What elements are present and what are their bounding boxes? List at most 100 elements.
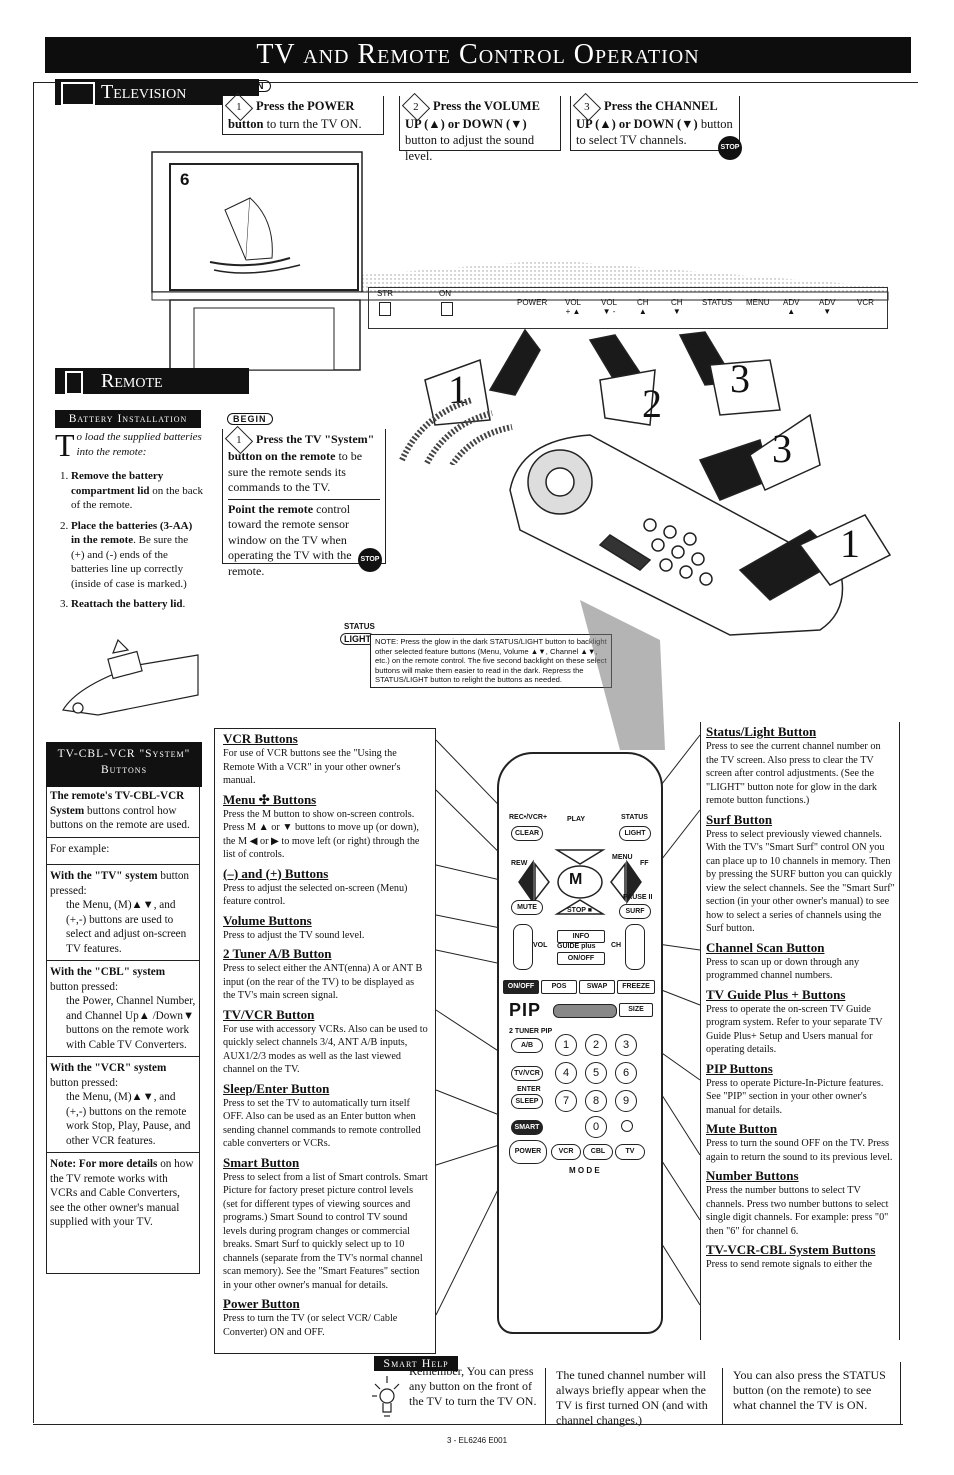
- panel-str-button[interactable]: [379, 302, 391, 316]
- pip-swap-button[interactable]: SWAP: [579, 980, 615, 994]
- page-title: TV and Remote Control Operation: [45, 37, 911, 73]
- menu-down-icon: [554, 899, 606, 915]
- number-8-button[interactable]: 8: [585, 1090, 607, 1112]
- surf-button[interactable]: SURF: [619, 904, 651, 919]
- vol-rocker[interactable]: [513, 924, 533, 970]
- light-button[interactable]: LIGHT: [619, 826, 651, 841]
- pip-logo: PIP: [509, 1000, 542, 1020]
- bottom-rule: [33, 1424, 903, 1425]
- smart-help-divider-2: [722, 1368, 723, 1424]
- panel-vol-up-button[interactable]: VOL+ ▲: [565, 298, 582, 316]
- cbl-system-button[interactable]: CBL: [583, 1144, 613, 1160]
- smart-help-heading: Smart Help: [374, 1356, 458, 1371]
- panel-ch-up-button[interactable]: CH▲: [637, 298, 649, 316]
- power-button[interactable]: POWER: [509, 1140, 547, 1164]
- remote-begin-badge: BEGIN: [227, 413, 273, 425]
- menu-dpad: [518, 849, 642, 915]
- clear-button[interactable]: CLEAR: [511, 826, 543, 841]
- panel-status-button[interactable]: STATUS: [702, 298, 733, 307]
- pip-onoff-button[interactable]: ON/OFF: [503, 980, 539, 994]
- panel-ch-down-button[interactable]: CH▼: [671, 298, 683, 316]
- panel-str-label: STR: [377, 289, 393, 298]
- remote-signal-waves: [399, 397, 513, 465]
- pip-pos-button[interactable]: POS: [541, 980, 577, 994]
- number-6-button[interactable]: 6: [615, 1062, 637, 1084]
- ch-rocker[interactable]: [625, 924, 645, 970]
- number-3-button[interactable]: 3: [615, 1034, 637, 1056]
- mode-label: M O D E: [569, 1166, 600, 1175]
- status-label: STATUS: [621, 814, 648, 821]
- panel-vol-down-button[interactable]: VOL▼ -: [601, 298, 618, 316]
- panel-adv-up-button[interactable]: ADV▲: [783, 298, 800, 316]
- right-rule: [900, 1362, 901, 1425]
- page-frame: [33, 82, 918, 1423]
- menu-label: MENU: [612, 854, 633, 861]
- guide-onoff-button[interactable]: ON/OFF: [557, 952, 605, 965]
- tv-callout-3: 3: [730, 356, 750, 401]
- pause-label: PAUSE II: [623, 894, 653, 901]
- m-button[interactable]: M: [569, 871, 583, 888]
- info-button[interactable]: INFO: [557, 930, 605, 943]
- tv-icon: [61, 82, 95, 106]
- panel-power-button[interactable]: POWER: [517, 298, 548, 307]
- ab-button[interactable]: A/B: [511, 1038, 543, 1053]
- begin-badge: BEGIN: [225, 80, 271, 92]
- play-label: PLAY: [567, 816, 586, 823]
- number-7-button[interactable]: 7: [555, 1090, 577, 1112]
- screen-channel-number: 6: [180, 170, 190, 189]
- vcr-system-button[interactable]: VCR: [551, 1144, 581, 1160]
- menu-up-icon: [554, 849, 606, 865]
- number-1-button[interactable]: 1: [555, 1034, 577, 1056]
- number-2-button[interactable]: 2: [585, 1034, 607, 1056]
- remote-callout-3: 3: [772, 426, 792, 471]
- stop-icon: STOP: [718, 136, 742, 160]
- rew-label: REW: [511, 860, 528, 867]
- smart-button[interactable]: SMART: [511, 1120, 543, 1135]
- smart-help-tip-1: Remember, You can press any button on th…: [409, 1364, 537, 1408]
- panel-on-indicator: [441, 302, 453, 316]
- number-4-button[interactable]: 4: [555, 1062, 577, 1084]
- sleep-button[interactable]: SLEEP: [511, 1094, 543, 1109]
- smart-help-tip-3: You can also press the STATUS button (on…: [733, 1368, 886, 1412]
- number-0-button[interactable]: 0: [585, 1116, 607, 1138]
- tv-system-button[interactable]: TV: [615, 1144, 645, 1160]
- light-beam: [580, 600, 665, 750]
- pip-size-button[interactable]: SIZE: [619, 1003, 653, 1017]
- panel-menu-button[interactable]: MENU: [746, 298, 770, 307]
- remote-stop-icon: STOP: [358, 548, 382, 572]
- pip-freeze-button[interactable]: FREEZE: [617, 980, 655, 994]
- system-buttons-heading: TV-CBL-VCR "System" Buttons: [46, 742, 202, 787]
- battery-heading: Battery Installation: [55, 410, 201, 428]
- remote-callout-arrows: [749, 413, 892, 586]
- mute-button[interactable]: MUTE: [511, 900, 543, 915]
- smart-help-divider: [545, 1368, 546, 1424]
- remote-control: REC•/VCR+ CLEAR PLAY STATUS LIGHT MENU M…: [497, 752, 663, 1334]
- vol-label: VOL: [533, 942, 548, 949]
- tv-set-illustration: [151, 151, 890, 371]
- pip-ch-rocker[interactable]: [553, 1004, 617, 1018]
- guide-plus-label: GUIDE plus: [557, 943, 596, 950]
- lightbulb-icon: [372, 1376, 400, 1417]
- rec-label: REC•/VCR+: [509, 814, 548, 821]
- number-5-button[interactable]: 5: [585, 1062, 607, 1084]
- panel-adv-down-button[interactable]: ADV▼: [819, 298, 836, 316]
- tv-pointing-hands: [424, 328, 781, 426]
- number-9-button[interactable]: 9: [615, 1090, 637, 1112]
- tv-vcr-button[interactable]: TV/VCR: [511, 1066, 543, 1081]
- panel-vcr-button[interactable]: VCR: [857, 298, 874, 307]
- menu-left-icon: [534, 861, 550, 903]
- remote-icon: [65, 371, 83, 395]
- remote-callout-1: 1: [840, 521, 860, 566]
